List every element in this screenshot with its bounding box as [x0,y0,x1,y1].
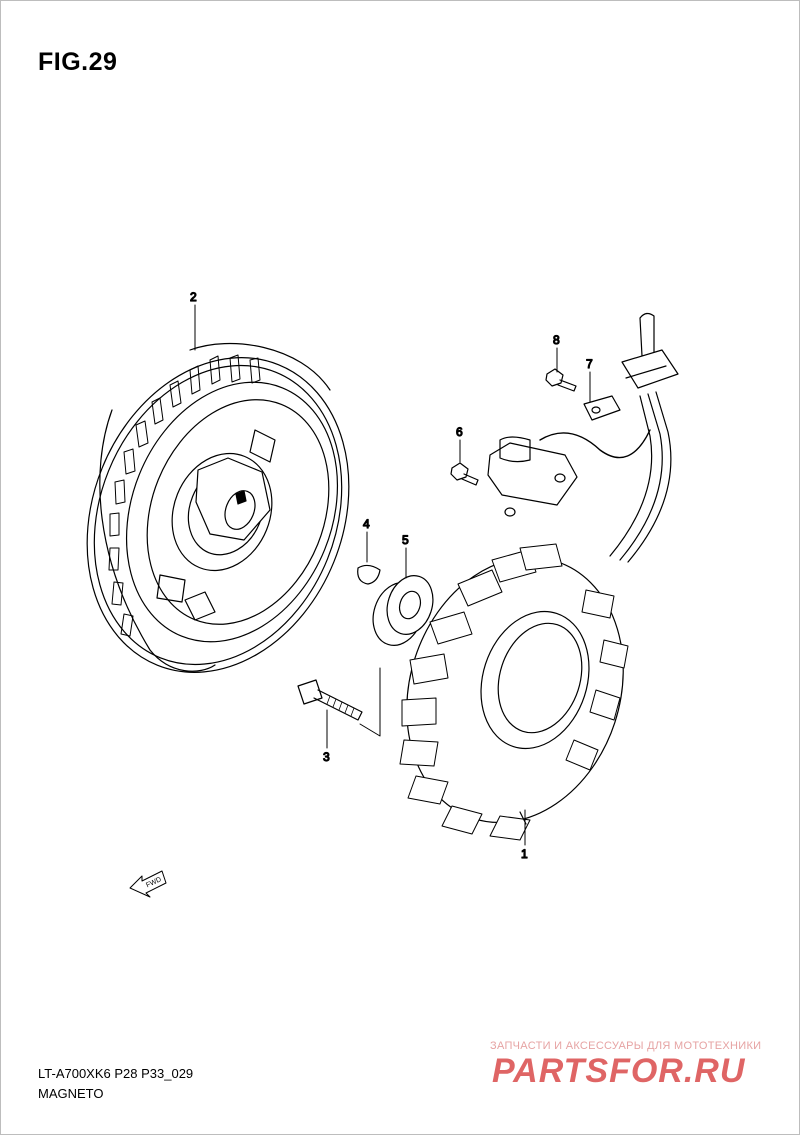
part-bolt-8 [545,368,577,392]
part-collar [372,575,434,646]
callout-1: 1 [521,847,528,861]
callout-3: 3 [323,750,330,764]
callout-2: 2 [190,290,197,304]
part-key [357,564,381,585]
watermark-tagline: ЗАПЧАСТИ И АКСЕССУАРЫ ДЛЯ МОТОТЕХНИКИ [490,1040,762,1052]
figure-title: FIG.29 [38,48,118,76]
leader-lines [194,304,591,846]
callout-5: 5 [402,533,409,547]
watermark-logo-text: PARTSFOR.RU [492,1052,746,1090]
part-screw-6 [450,462,479,486]
callout-4: 4 [363,517,370,531]
callout-6: 6 [456,425,463,439]
callout-7: 7 [586,357,593,371]
part-pickup-sensor [487,429,651,517]
reference-code: LT-A700XK6 P28 P33_029 [38,1066,194,1081]
part-bolt [297,667,381,737]
section-name: MAGNETO [38,1086,104,1101]
callout-8: 8 [553,333,560,347]
watermark-logo: PARTSFOR.RU [492,1052,782,1095]
fwd-arrow-icon: FWD [129,870,167,898]
part-clamp [583,395,621,421]
part-wire-harness [609,312,679,563]
part-rotor [86,342,350,673]
part-stator [399,543,629,841]
